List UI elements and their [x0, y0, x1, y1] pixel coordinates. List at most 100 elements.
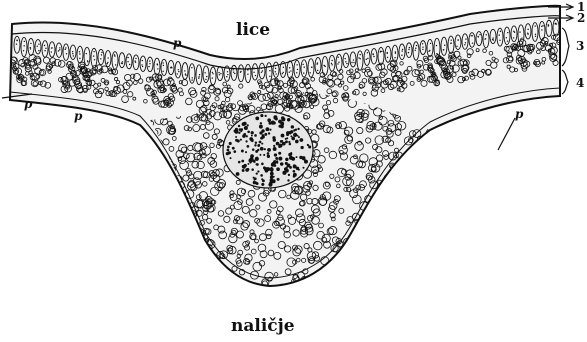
chloroplast-dot	[317, 70, 318, 71]
parenchyma-cell	[387, 175, 391, 179]
parenchyma-cell	[166, 210, 171, 215]
chloroplast-dot	[218, 72, 219, 73]
chloroplast-dot	[309, 72, 310, 73]
parenchyma-cell	[405, 202, 413, 210]
parenchyma-cell	[361, 224, 367, 230]
parenchyma-cell	[184, 260, 190, 266]
xylem-cell	[256, 182, 259, 185]
chloroplast-dot	[353, 62, 354, 63]
chloroplast-dot	[185, 73, 186, 74]
xylem-cell	[302, 156, 306, 160]
chloroplast-dot	[492, 39, 493, 40]
parenchyma-cell	[290, 284, 298, 292]
parenchyma-cell	[176, 207, 183, 214]
chloroplast-dot	[302, 64, 303, 65]
xylem-cell	[291, 157, 295, 161]
parenchyma-cell	[152, 271, 160, 279]
chloroplast-dot	[422, 46, 423, 47]
xylem-cell	[270, 168, 274, 172]
xylem-cell	[255, 163, 257, 165]
parenchyma-cell	[145, 139, 152, 146]
chloroplast-dot	[408, 52, 409, 53]
parenchyma-cell	[155, 154, 162, 161]
parenchyma-cell	[166, 254, 170, 258]
chloroplast-dot	[45, 48, 46, 49]
chloroplast-dot	[316, 63, 317, 64]
parenchyma-cell	[420, 220, 426, 226]
parenchyma-cell	[182, 221, 187, 226]
parenchyma-cell	[407, 178, 413, 184]
bracket-spongy	[562, 70, 568, 94]
chloroplast-dot	[282, 73, 283, 74]
chloroplast-dot	[436, 53, 437, 54]
chloroplast-dot	[324, 65, 325, 66]
xylem-cell	[253, 177, 255, 179]
xylem-cell	[267, 155, 270, 158]
chloroplast-dot	[415, 50, 416, 51]
parenchyma-cell	[180, 267, 186, 273]
parenchyma-cell	[359, 241, 365, 247]
parenchyma-cell	[173, 213, 177, 217]
xylem-cell	[277, 178, 280, 181]
chloroplast-dot	[519, 31, 520, 32]
parenchyma-cell	[368, 281, 375, 288]
chloroplast-dot	[142, 60, 143, 61]
chloroplast-dot	[297, 69, 298, 70]
parenchyma-cell	[417, 279, 422, 284]
p-marker-left: p	[24, 98, 32, 110]
chloroplast-dot	[387, 57, 388, 58]
xylem-cell	[268, 183, 272, 187]
xylem-cell	[252, 140, 254, 142]
chloroplast-dot	[66, 53, 67, 54]
chloroplast-dot	[107, 57, 108, 58]
xylem-cell	[267, 152, 270, 155]
xylem-cell	[264, 148, 266, 150]
parenchyma-cell	[172, 200, 177, 205]
chloroplast-dot	[542, 25, 543, 26]
parenchyma-cell	[168, 286, 175, 293]
chloroplast-dot	[149, 63, 150, 64]
parenchyma-cell	[231, 283, 236, 288]
parenchyma-cell	[197, 239, 203, 245]
parenchyma-cell	[400, 234, 406, 240]
xylem-cell	[259, 154, 261, 156]
parenchyma-cell	[195, 266, 202, 273]
chloroplast-dot	[465, 42, 466, 43]
chloroplast-dot	[303, 72, 304, 73]
chloroplast-dot	[253, 72, 254, 73]
parenchyma-cell	[386, 254, 393, 261]
chloroplast-dot	[129, 64, 130, 65]
parenchyma-cell	[418, 266, 425, 273]
xylem-cell	[271, 163, 275, 167]
parenchyma-cell	[151, 171, 155, 175]
chloroplast-dot	[289, 67, 290, 68]
parenchyma-cell	[159, 188, 163, 192]
xylem-cell	[293, 133, 297, 137]
parenchyma-cell	[149, 271, 154, 276]
xylem-cell	[295, 128, 297, 130]
chloroplast-dot	[204, 72, 205, 73]
parenchyma-cell	[385, 183, 389, 187]
parenchyma-cell	[197, 257, 205, 265]
xylem-cell	[251, 131, 254, 134]
parenchyma-cell	[403, 245, 409, 251]
chloroplast-dot	[192, 77, 193, 78]
parenchyma-cell	[206, 285, 211, 290]
chloroplast-dot	[100, 58, 101, 59]
xylem-cell	[228, 151, 231, 154]
xylem-cell	[284, 168, 287, 171]
parenchyma-cell	[370, 264, 374, 268]
xylem-cell	[245, 151, 247, 153]
parenchyma-cell	[427, 208, 434, 215]
parenchyma-cell	[143, 205, 148, 210]
parenchyma-cell	[386, 212, 390, 216]
parenchyma-cell	[216, 261, 222, 267]
parenchyma-cell	[295, 287, 301, 293]
xylem-cell	[254, 134, 257, 137]
parenchyma-cell	[167, 253, 172, 258]
chloroplast-dot	[23, 45, 24, 46]
parenchyma-cell	[404, 161, 413, 170]
parenchyma-cell	[384, 238, 390, 244]
xylem-cell	[236, 172, 240, 176]
parenchyma-cell	[156, 201, 161, 206]
